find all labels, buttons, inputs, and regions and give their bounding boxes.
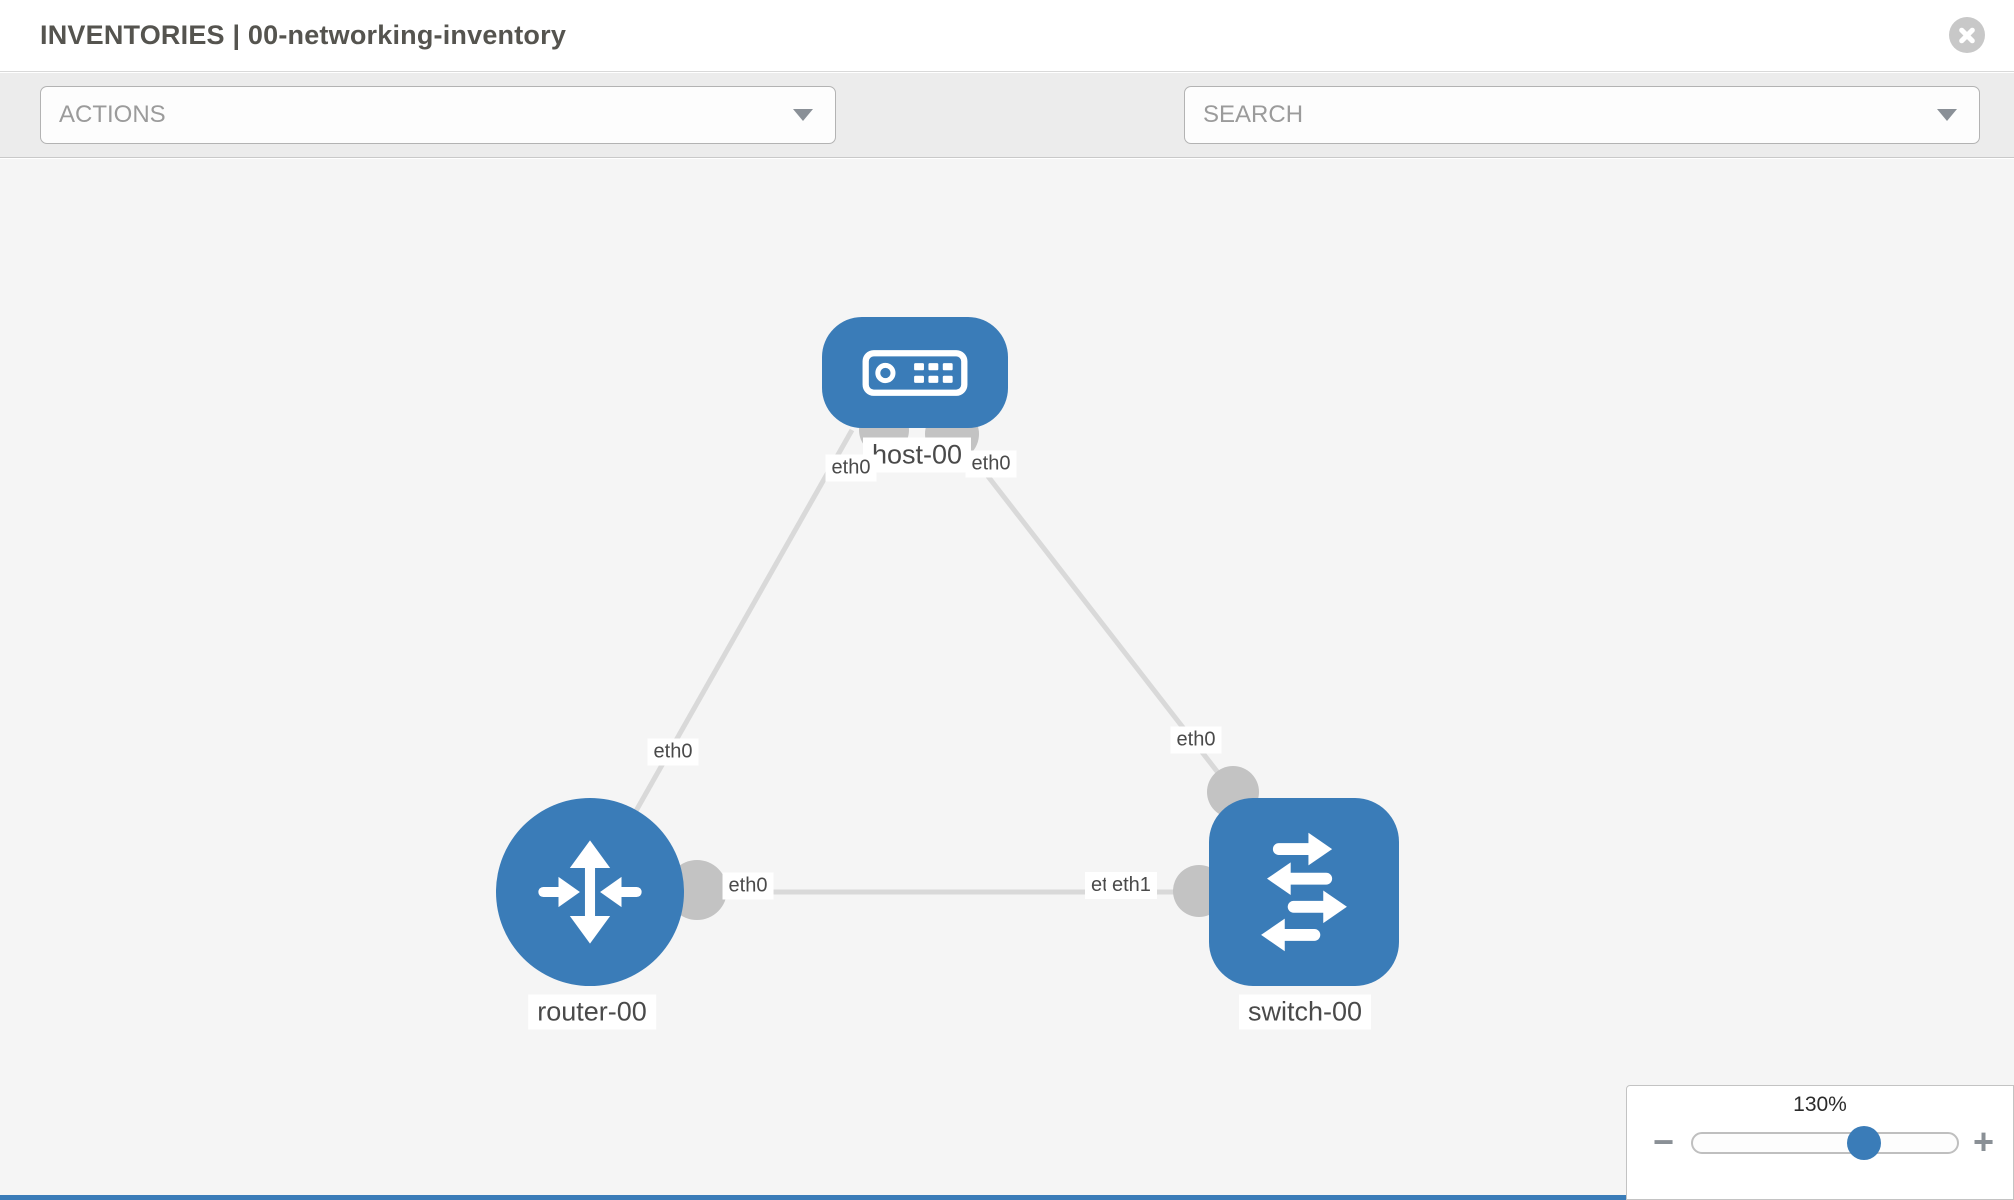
chevron-down-icon [793, 109, 813, 121]
zoom-slider-track[interactable] [1691, 1132, 1959, 1154]
search-input[interactable] [1185, 87, 1979, 143]
zoom-slider-thumb[interactable] [1847, 1126, 1881, 1160]
page-title: INVENTORIES | 00-networking-inventory [40, 20, 567, 50]
zoom-level-value: 130% [1793, 1093, 1847, 1116]
topology-canvas[interactable]: host-00 router-00 switch-00 eth0 eth0 et… [0, 159, 2014, 1200]
toolbar [0, 73, 2014, 208]
actions-input[interactable] [41, 87, 835, 143]
iface-label-host-eth0-right: eth0 [965, 450, 1017, 478]
plus-icon[interactable]: + [1973, 1121, 1995, 1162]
iface-label-router-eth0: eth0 [722, 872, 774, 900]
zoom-control-panel: 130% − + [1626, 1085, 2014, 1200]
node-switch-00[interactable] [1209, 798, 1399, 986]
node-label-router: router-00 [528, 994, 656, 1030]
header-bar: INVENTORIES | 00-networking-inventory [0, 0, 2014, 72]
minus-icon[interactable]: − [1653, 1121, 1675, 1162]
router-icon [538, 840, 642, 944]
node-router-00[interactable] [496, 798, 684, 986]
node-label-host: host-00 [862, 437, 972, 473]
node-label-switch: switch-00 [1238, 994, 1372, 1030]
iface-label-switch-eth1: eth1 [1106, 872, 1157, 899]
search-dropdown[interactable] [1184, 86, 1980, 144]
iface-label-host-eth0-left: eth0 [825, 454, 877, 482]
bottom-accent-bar [0, 1195, 1626, 1200]
links-layer [587, 405, 1305, 920]
iface-label-switch-eth0-up: eth0 [1170, 726, 1222, 754]
host-icon [862, 349, 968, 396]
node-host-00[interactable] [822, 317, 1008, 428]
switch-icon [1261, 832, 1347, 952]
close-icon[interactable] [1949, 17, 1985, 53]
actions-dropdown[interactable] [40, 86, 836, 144]
iface-label-router-eth0-up: eth0 [647, 738, 699, 766]
chevron-down-icon [1937, 109, 1957, 121]
